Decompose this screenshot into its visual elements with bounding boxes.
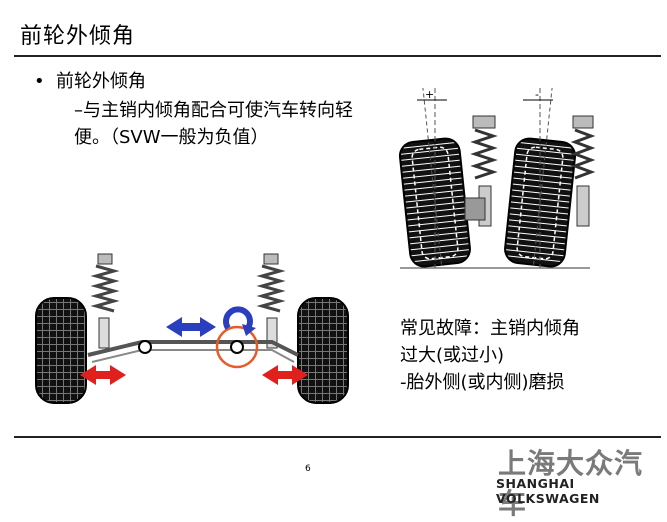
positive-label: + xyxy=(425,88,434,101)
right-strut-icon xyxy=(570,115,595,227)
negative-label: - xyxy=(535,88,539,101)
right-wheel-icon xyxy=(297,297,349,404)
title-divider xyxy=(14,55,661,57)
right-joint-icon xyxy=(230,340,244,354)
bullet-item: • 前轮外倾角 xyxy=(34,67,146,93)
left-joint-icon xyxy=(138,340,152,354)
left-strut-icon xyxy=(464,115,498,227)
bullet-dot-icon: • xyxy=(34,71,45,92)
bullet-text: 前轮外倾角 xyxy=(56,71,146,92)
note-line: 过大(或过小) xyxy=(400,345,505,366)
right-suspension-spring-icon xyxy=(256,253,286,349)
page-number: 6 xyxy=(305,464,311,474)
note-line: -胎外侧(或内侧)磨损 xyxy=(400,372,565,393)
blue-double-arrow-icon xyxy=(166,317,216,337)
logo-english: SHANGHAI VOLKSWAGEN xyxy=(496,476,600,506)
positive-camber-wheel xyxy=(398,88,471,268)
sub-point-text: –与主销内倾角配合可使汽车转向轻便。（SVW一般为负值） xyxy=(74,100,353,148)
front-axle-diagram xyxy=(35,253,349,404)
rotation-arrow-icon xyxy=(223,306,256,336)
highlight-circle xyxy=(215,325,259,369)
fault-note: 常见故障：主销内倾角 过大(或过小) -胎外侧(或内侧)磨损 xyxy=(400,315,650,396)
slide-title: 前轮外倾角 xyxy=(20,24,136,49)
footer-divider xyxy=(14,436,661,438)
left-red-double-arrow-icon xyxy=(80,365,126,385)
steering-rack xyxy=(87,340,299,357)
right-red-double-arrow-icon xyxy=(262,365,308,385)
logo-chinese: 上海大众汽车 xyxy=(498,447,644,520)
left-wheel-icon xyxy=(35,297,87,404)
negative-camber-wheel xyxy=(504,88,577,268)
tie-rod xyxy=(91,349,295,363)
left-suspension-spring-icon xyxy=(90,253,120,349)
slide: 前轮外倾角 • 前轮外倾角 –与主销内倾角配合可使汽车转向轻便。（SVW一般为负值… xyxy=(14,24,661,520)
note-line: 常见故障：主销内倾角 xyxy=(400,318,580,339)
camber-diagram: + - xyxy=(398,88,595,269)
